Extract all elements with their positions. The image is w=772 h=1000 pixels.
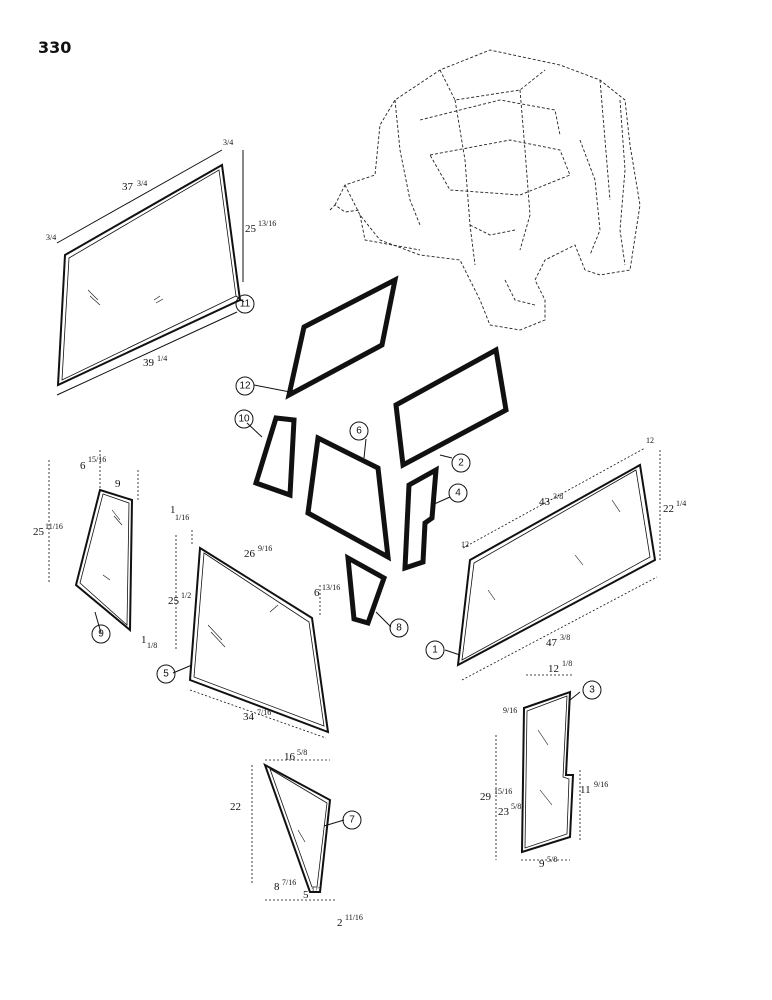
dim-p1-bottom: 47	[546, 637, 558, 649]
svg-text:5: 5	[163, 669, 169, 680]
dim-p1-top: 43	[539, 496, 551, 508]
svg-text:11: 11	[240, 299, 251, 310]
glass-7	[251, 759, 336, 901]
dim-p3-left-frac: 9/16	[503, 706, 517, 715]
svg-text:3: 3	[589, 685, 595, 696]
seal-10	[252, 415, 297, 499]
dim-p7-bottom-a: 8	[274, 881, 280, 893]
cab-frame-illustration	[329, 49, 641, 331]
svg-text:12: 12	[239, 381, 251, 392]
dimension-labels: 37 3/4 3/4 3/4 25 13/16 39 1/4 6 15/16 9…	[33, 138, 686, 929]
callout-8: 8	[389, 618, 409, 638]
dim-p7-height: 22	[230, 801, 241, 813]
seal-4	[402, 465, 439, 572]
callout-9: 9	[91, 624, 111, 644]
dim-p11-height: 25	[245, 223, 257, 235]
dim-p1-corner-tl: 12	[461, 540, 469, 549]
dim-p5-top-left-frac: 1/16	[175, 513, 189, 522]
callout-3: 3	[582, 680, 602, 700]
seal-6	[305, 434, 392, 562]
seal-12	[285, 275, 399, 400]
dim-p11-bottom: 39	[143, 357, 155, 369]
dim-p1-height-frac: 1/4	[676, 499, 686, 508]
dim-p11-bottom-frac: 1/4	[157, 354, 167, 363]
glass-5	[175, 530, 330, 739]
dim-p3-inner: 23	[498, 806, 510, 818]
dim-p7-bottom-b-frac: 1/2	[311, 886, 321, 895]
dim-p3-top: 12	[548, 663, 559, 675]
dim-p5-right: 6	[314, 587, 320, 599]
dim-p11-height-frac: 13/16	[258, 219, 276, 228]
callout-5: 5	[156, 664, 176, 684]
callout-6: 6	[349, 421, 369, 441]
svg-text:7: 7	[349, 815, 355, 826]
dim-p5-top-left: 1	[170, 504, 176, 516]
dim-p11-corner-tl: 3/4	[46, 233, 56, 242]
seal-8	[345, 553, 388, 627]
dim-p7-bottom-c: 2	[337, 917, 343, 929]
dim-p5-right-frac: 13/16	[322, 583, 340, 592]
dim-p3-top-frac: 1/8	[562, 659, 572, 668]
dim-p3-inner-frac: 5/8	[511, 802, 521, 811]
dim-p1-height: 22	[663, 503, 674, 515]
glass-3	[495, 674, 581, 861]
callout-12: 12	[235, 376, 255, 396]
callout-11: 11	[235, 294, 255, 314]
dim-p9-top-b: 9	[115, 478, 121, 490]
dim-p1-top-frac: 3/8	[553, 492, 563, 501]
dim-p7-bottom-c-frac: 11/16	[345, 913, 363, 922]
dim-p3-height-frac: 15/16	[494, 787, 512, 796]
svg-text:8: 8	[396, 623, 402, 634]
dim-p5-height: 25	[168, 595, 180, 607]
page-number: 330	[38, 38, 72, 57]
dim-p9-height-frac: 11/16	[45, 522, 63, 531]
dim-p5-top: 26	[244, 548, 256, 560]
seal-2	[393, 346, 509, 469]
glass-11	[56, 149, 244, 396]
dim-p9-bottom-frac: 1/8	[147, 641, 157, 650]
leader-lines	[94, 295, 581, 827]
glass-1	[456, 447, 661, 681]
dim-p5-bottom-frac: 7/16	[257, 708, 271, 717]
dim-p3-bottom: 9	[539, 858, 545, 870]
dim-p3-height: 29	[480, 791, 492, 803]
dim-p7-top: 16	[284, 751, 296, 763]
dim-p7-bottom-b: 5	[303, 889, 309, 901]
dim-p7-top-frac: 5/8	[297, 748, 307, 757]
svg-text:2: 2	[458, 458, 464, 469]
dim-p9-bottom: 1	[141, 634, 147, 646]
dim-p1-bottom-frac: 3/8	[560, 633, 570, 642]
dim-p11-top: 37	[122, 181, 134, 193]
dim-p3-bottom-frac: 5/8	[547, 855, 557, 864]
svg-text:6: 6	[356, 426, 362, 437]
callout-2: 2	[451, 453, 471, 473]
dim-p11-top-frac: 3/4	[137, 179, 147, 188]
svg-text:1: 1	[432, 645, 438, 656]
dim-p9-height: 25	[33, 526, 45, 538]
svg-text:4: 4	[455, 488, 461, 499]
svg-text:10: 10	[238, 414, 250, 425]
glass-9	[48, 450, 139, 633]
callout-7: 7	[342, 810, 362, 830]
dim-p5-bottom: 34	[243, 711, 255, 723]
dim-p11-corner-tr: 3/4	[223, 138, 233, 147]
callout-4: 4	[448, 483, 468, 503]
callout-10: 10	[234, 409, 254, 429]
dim-p9-top-a-frac: 15/16	[88, 455, 106, 464]
dim-p5-top-frac: 9/16	[258, 544, 272, 553]
dim-p9-top-a: 6	[80, 460, 86, 472]
callout-1: 1	[425, 640, 445, 660]
dim-p5-height-frac: 1/2	[181, 591, 191, 600]
dim-p1-corner-tr: 12	[646, 436, 654, 445]
dim-p3-right-frac: 9/16	[594, 780, 608, 789]
dim-p3-right: 11	[580, 784, 591, 796]
dim-p7-bottom-a-frac: 7/16	[282, 878, 296, 887]
svg-text:9: 9	[98, 629, 104, 640]
